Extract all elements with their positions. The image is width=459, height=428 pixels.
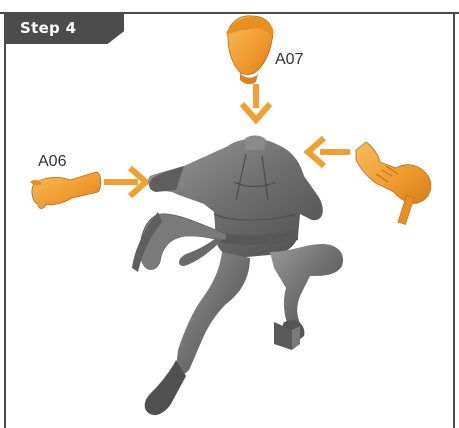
head-part-label: A07: [275, 51, 304, 68]
figure-body: [132, 136, 343, 416]
arrow-right-icon: [104, 168, 146, 196]
head-part-a07: [226, 16, 274, 84]
left-hand-part-label: A06: [38, 153, 67, 170]
arrow-left-icon: [308, 138, 350, 166]
arrow-down-icon: [242, 84, 270, 120]
left-hand-part-a06: [30, 172, 101, 209]
right-hand-part: [356, 142, 431, 225]
